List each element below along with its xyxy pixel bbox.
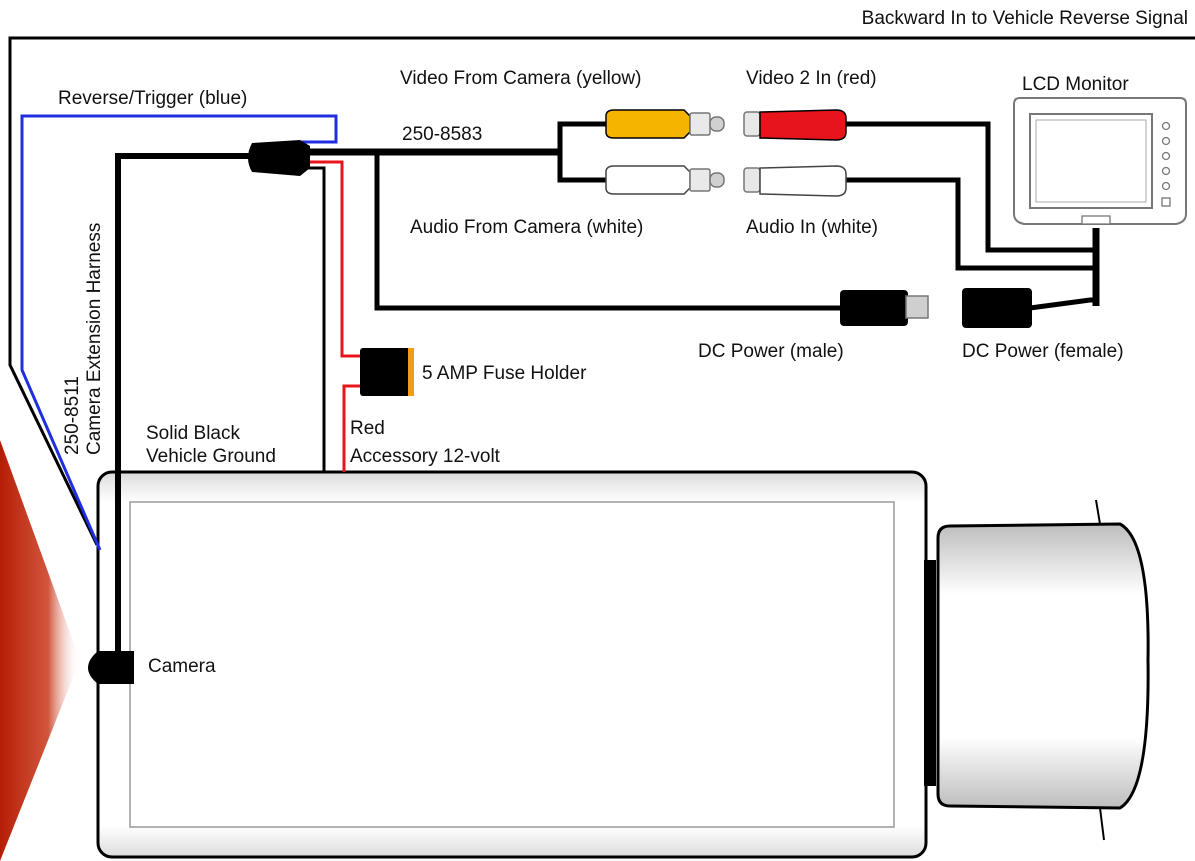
camera-view-beam: [0, 440, 80, 861]
dc-power-male-connector: [840, 290, 929, 326]
vehicle-mirror-top: [1095, 499, 1101, 525]
wire-accessory-red: [308, 160, 360, 358]
vehicle-cargo-box: [96, 470, 928, 859]
harness-connector-icon: [248, 140, 310, 176]
wire-video-split: [557, 121, 606, 160]
wires: [8, 36, 1195, 660]
label-video-from-camera: Video From Camera (yellow): [400, 68, 641, 89]
label-part-8583: 250-8583: [402, 124, 482, 145]
label-ground-line1: Solid Black: [146, 423, 240, 444]
wire-video2-in: [844, 121, 1096, 253]
label-harness-part: 250-8511: [62, 376, 83, 455]
lcd-monitor-icon: [1013, 97, 1187, 225]
label-camera: Camera: [148, 656, 216, 677]
label-red-line2: Accessory 12-volt: [350, 446, 501, 467]
wire-reverse-trigger-blue: [20, 114, 338, 551]
rca-video-from-camera-yellow: [605, 109, 725, 139]
wire-audio-split: [557, 150, 606, 183]
rca-audio-in-white: [743, 165, 847, 197]
label-lcd-monitor: LCD Monitor: [1022, 74, 1129, 95]
vehicle: [96, 470, 1150, 859]
label-video2-in: Video 2 In (red): [746, 68, 877, 89]
label-harness: 250-8511 Camera Extension Harness: [62, 223, 105, 455]
label-fuse-holder: 5 AMP Fuse Holder: [422, 363, 587, 384]
wire-vehicle-ground: [308, 166, 326, 472]
camera-icon: [88, 651, 134, 684]
wire-accessory-red-lower: [342, 384, 360, 472]
wire-dc-power-branch: [374, 152, 842, 311]
wire-reverse-signal: [8, 36, 1195, 546]
dc-power-female-connector: [962, 288, 1032, 328]
label-ground-line2: Vehicle Ground: [146, 446, 276, 467]
vehicle-cab: [936, 522, 1150, 810]
vehicle-hitch: [924, 560, 936, 786]
label-dc-power-male: DC Power (male): [698, 341, 844, 362]
rca-video2-in-red: [743, 109, 847, 141]
vehicle-mirror-bottom: [1099, 807, 1105, 841]
label-audio-in: Audio In (white): [746, 217, 878, 238]
label-audio-from-camera: Audio From Camera (white): [410, 217, 643, 238]
rca-audio-from-camera-white: [605, 165, 725, 195]
label-backward-in: Backward In to Vehicle Reverse Signal: [862, 8, 1188, 29]
label-reverse-trigger: Reverse/Trigger (blue): [58, 88, 247, 109]
fuse-holder-icon: [360, 348, 414, 396]
wire-camera-extension-harness: [115, 153, 250, 660]
wire-audio-in: [844, 177, 1096, 271]
label-red-line1: Red: [350, 418, 385, 439]
label-dc-power-female: DC Power (female): [962, 341, 1124, 362]
wire-dc-female-feed: [1029, 297, 1096, 311]
label-harness-name: Camera Extension Harness: [84, 223, 105, 455]
